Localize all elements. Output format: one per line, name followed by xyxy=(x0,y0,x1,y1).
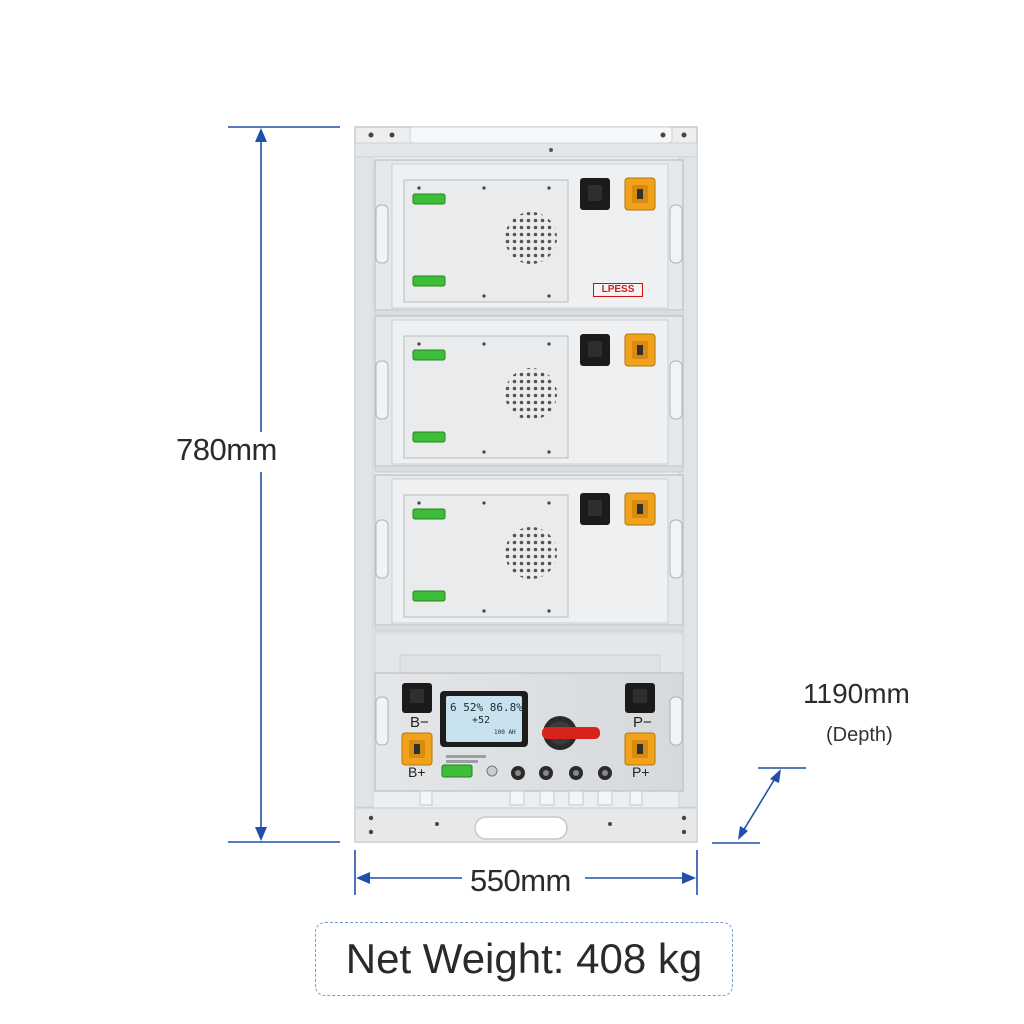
connector-icon xyxy=(412,275,446,287)
battery-module-3 xyxy=(374,474,684,632)
handle-icon[interactable] xyxy=(669,360,683,420)
b-minus-terminal-icon xyxy=(402,683,432,713)
vent-grille-icon xyxy=(505,527,557,579)
depth-label: 1190mm xyxy=(803,678,910,709)
connector-icon xyxy=(412,590,446,602)
connector-icon xyxy=(412,349,446,361)
battery-module-1 xyxy=(374,159,684,317)
lcd-line-1: 6 52% 86.8% xyxy=(450,701,523,714)
b-plus-label: B+ xyxy=(408,764,426,780)
depth-dimension-line xyxy=(712,767,806,844)
comm-port-icon xyxy=(441,764,473,778)
handle-icon[interactable] xyxy=(375,360,389,420)
connector-icon xyxy=(412,193,446,205)
rotary-switch-icon[interactable] xyxy=(542,716,600,750)
connector-icon xyxy=(412,508,446,520)
width-label: 550mm xyxy=(470,863,571,898)
height-dimension-line xyxy=(228,126,340,843)
b-plus-terminal-icon xyxy=(401,732,433,766)
width-dimension-line xyxy=(354,850,698,895)
p-minus-terminal-icon xyxy=(625,683,655,713)
lcd-line-3: 100 AH xyxy=(494,729,516,736)
lcd-display xyxy=(440,691,528,747)
net-weight-label: Net Weight: 408 kg xyxy=(345,935,703,982)
handle-icon[interactable] xyxy=(375,204,389,264)
depth-note: (Depth) xyxy=(826,724,893,746)
battery-modules xyxy=(374,159,684,632)
net-weight-box: Net Weight: 408 kg xyxy=(315,922,733,996)
p-plus-label: P+ xyxy=(632,764,650,780)
vent-grille-icon xyxy=(505,212,557,264)
control-box xyxy=(374,632,684,806)
battery-module-2 xyxy=(374,315,684,473)
vent-grille-icon xyxy=(505,368,557,420)
handle-icon[interactable] xyxy=(669,204,683,264)
p-plus-terminal-icon xyxy=(624,732,656,766)
p-minus-label: P− xyxy=(633,714,652,731)
lcd-line-2: +52 xyxy=(472,715,491,726)
handle-icon[interactable] xyxy=(669,519,683,579)
height-label: 780mm xyxy=(176,432,277,467)
brand-logo: LPESS xyxy=(593,283,643,297)
b-minus-label: B− xyxy=(410,714,429,731)
round-ports xyxy=(486,765,612,780)
connector-icon xyxy=(412,431,446,443)
handle-icon[interactable] xyxy=(375,519,389,579)
